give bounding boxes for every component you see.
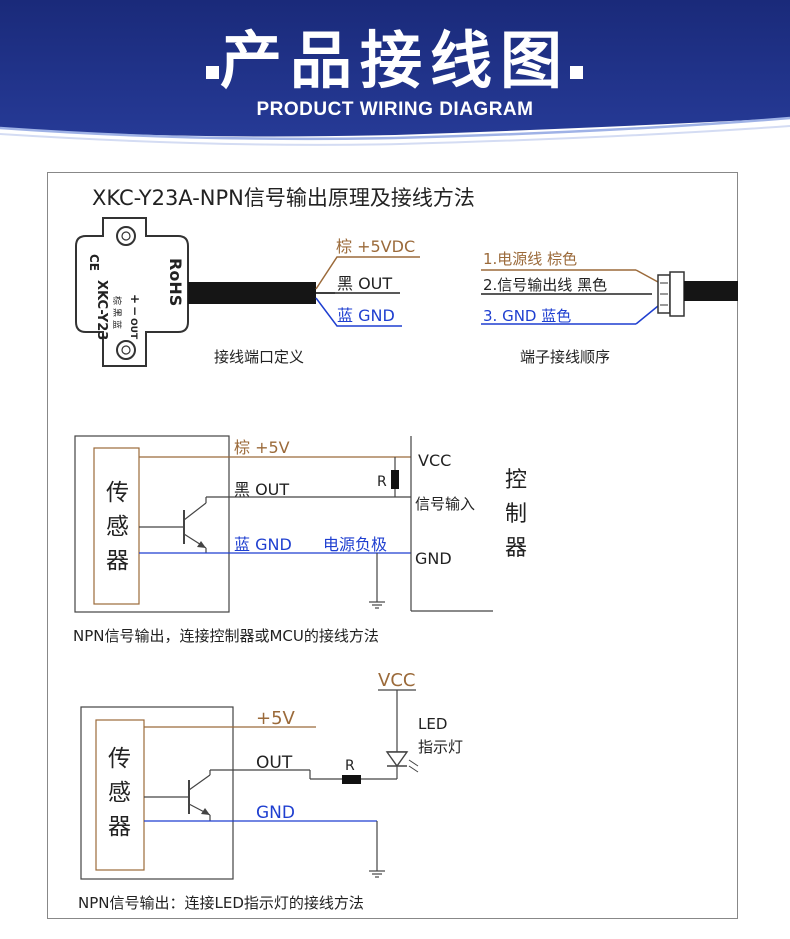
- sensor-char-3: 器: [106, 548, 129, 574]
- sensor-cable: [188, 282, 316, 304]
- connector-label-3: 3. GND 蓝色: [483, 307, 571, 325]
- mount-hole-bottom: [116, 340, 136, 360]
- vcc-label-2: VCC: [418, 451, 451, 470]
- model-mark: XKC-Y23: [94, 280, 109, 340]
- page-subtitle: PRODUCT WIRING DIAGRAM: [256, 99, 534, 120]
- vcc-label-3: VCC: [378, 670, 415, 691]
- connector-label-2: 2.信号输出线 黑色: [483, 276, 607, 294]
- sensor-inner-2: [93, 447, 140, 605]
- brown-label-2: 棕 +5V: [234, 438, 290, 457]
- section1-title: XKC-Y23A-NPN信号输出原理及接线方法: [92, 186, 475, 210]
- brown-wire-label: 棕 +5VDC: [336, 237, 415, 256]
- controller-char-1: 控: [505, 468, 527, 493]
- header-banner: 产品接线图 PRODUCT WIRING DIAGRAM: [0, 0, 790, 165]
- black-wire-label: 黑 OUT: [337, 274, 392, 293]
- resistor-3: [342, 775, 361, 784]
- blue-wire-label: 蓝 GND: [337, 306, 395, 325]
- sensor3-char-1: 传: [108, 746, 131, 772]
- sensor-body: RoHS XKC-Y23 + − OUT 棕 黑 蓝 CE: [75, 217, 189, 367]
- sensor-box-2: [74, 435, 230, 613]
- page-title: 产品接线图: [219, 24, 570, 97]
- transistor-2: [139, 497, 207, 553]
- minus-mark: −: [128, 306, 142, 316]
- brown-wire: [315, 256, 420, 290]
- blue-mark: 蓝: [111, 320, 123, 329]
- terminal-connector: [657, 271, 738, 317]
- mount-hole-top: [116, 226, 136, 246]
- sensor-box-3: [80, 706, 234, 880]
- title-right-bullet: [570, 66, 583, 79]
- title-left-bullet: [206, 66, 219, 79]
- ground-symbol-2: [369, 553, 385, 609]
- black-mark: 黑: [111, 308, 122, 317]
- resistor-label-2: R: [377, 474, 387, 490]
- sensor-char-1: 传: [106, 480, 129, 506]
- caption-port-definition: 接线端口定义: [214, 348, 304, 366]
- diagram-frame: [47, 172, 738, 919]
- blue-label-2: 蓝 GND: [234, 535, 292, 554]
- transistor-3: [144, 770, 211, 821]
- black-label-2: 黑 OUT: [234, 480, 289, 499]
- controller-char-3: 器: [505, 536, 527, 561]
- led-icon: [385, 751, 419, 773]
- negative-label-2: 电源负极: [323, 535, 387, 554]
- sensor-char-2: 感: [106, 514, 129, 540]
- gnd-label-3: GND: [256, 803, 295, 823]
- sensor-inner-3: [95, 719, 145, 871]
- ce-mark: CE: [87, 254, 101, 271]
- connector-label-1: 1.电源线 棕色: [483, 250, 577, 268]
- out-mark: OUT: [128, 318, 138, 340]
- banner-background: [0, 0, 790, 146]
- controller-char-2: 制: [505, 502, 527, 527]
- ground-symbol-3: [369, 821, 385, 878]
- caption-led-wiring: NPN信号输出：连接LED指示灯的接线方法: [78, 894, 364, 912]
- rohs-mark: RoHS: [166, 258, 185, 306]
- resistor-label-3: R: [345, 758, 355, 774]
- caption-terminal-order: 端子接线顺序: [520, 348, 610, 366]
- signal-input-label: 信号输入: [415, 495, 475, 513]
- blue-wire: [315, 297, 402, 327]
- led-label: LED: [418, 715, 447, 733]
- caption-controller-wiring: NPN信号输出，连接控制器或MCU的接线方法: [73, 627, 379, 645]
- out-label-3: OUT: [256, 753, 293, 773]
- plus-mark: +: [128, 294, 142, 304]
- sensor3-char-2: 感: [108, 780, 131, 806]
- brown-mark: 棕: [111, 296, 123, 305]
- resistor-2: [391, 470, 399, 489]
- gnd-label-2: GND: [415, 549, 452, 568]
- led-cn-label: 指示灯: [418, 738, 463, 756]
- plus5-label-3: +5V: [256, 708, 296, 729]
- sensor3-char-3: 器: [108, 814, 131, 840]
